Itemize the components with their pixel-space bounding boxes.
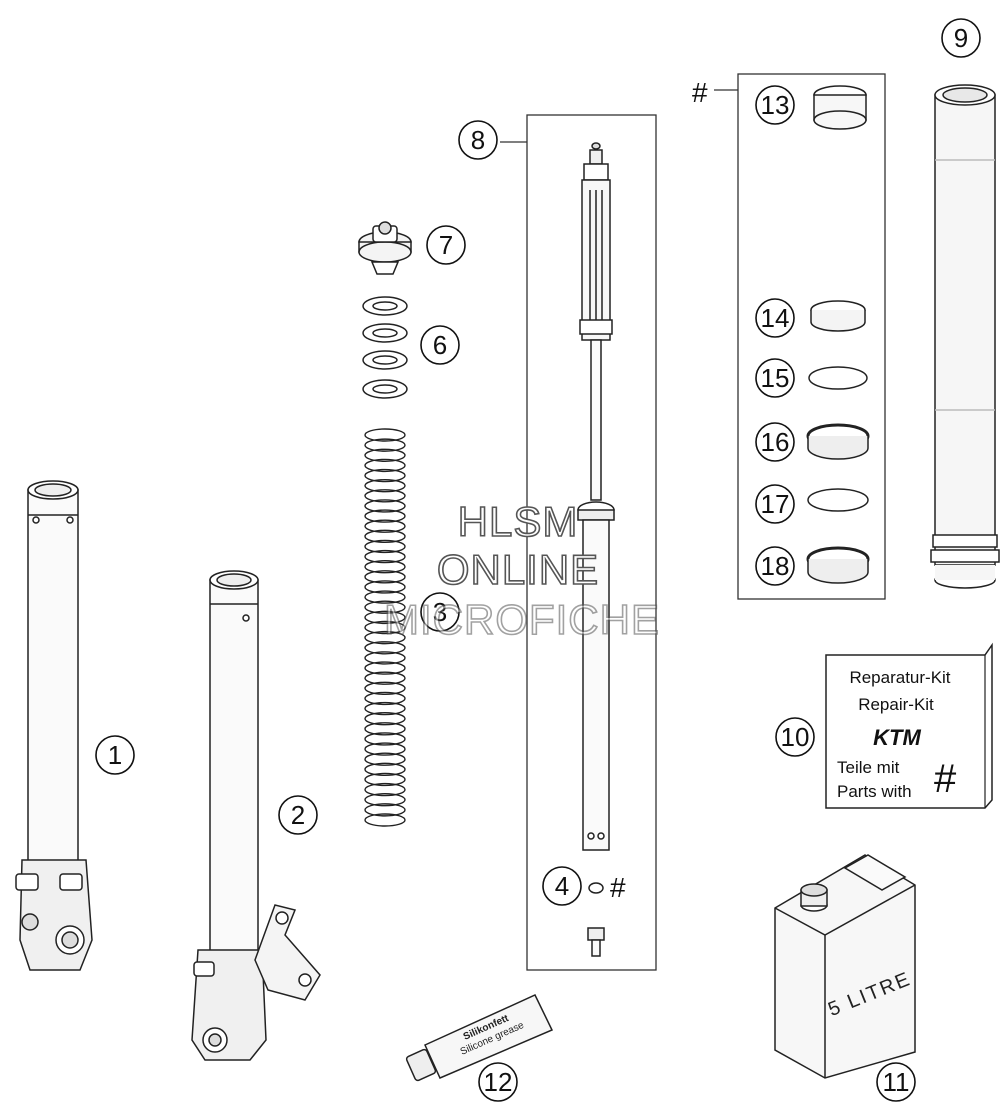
callout-number: 17 xyxy=(761,489,790,519)
callout-number: 12 xyxy=(484,1067,513,1097)
part-repair-kit-card: Reparatur-Kit Repair-Kit KTM Teile mit P… xyxy=(825,642,993,809)
callout-11: 11 xyxy=(876,1062,916,1102)
part-shims xyxy=(362,296,408,399)
callout-circle xyxy=(95,735,135,775)
callout-number: 10 xyxy=(781,722,810,752)
callout-circle xyxy=(542,866,582,906)
callout-number: 18 xyxy=(761,551,790,581)
callout-1: 1 xyxy=(95,735,135,775)
callout-17: 17 xyxy=(755,484,795,524)
callout-circle xyxy=(458,120,498,160)
callout-circle xyxy=(755,546,795,586)
watermark: HLSM ONLINE MICROFICHE xyxy=(383,497,660,644)
kit-line1: Reparatur-Kit xyxy=(849,668,950,687)
part-repair-kit-group xyxy=(714,73,886,600)
callout-number: 14 xyxy=(761,303,790,333)
part-screw-cap xyxy=(358,221,412,275)
callout-circle xyxy=(278,795,318,835)
callout-16: 16 xyxy=(755,422,795,462)
part-inner-tube xyxy=(930,84,1000,589)
callout-12: 12 xyxy=(478,1062,518,1102)
callout-circle xyxy=(420,325,460,365)
callout-number: 11 xyxy=(883,1067,910,1097)
callout-circle xyxy=(426,225,466,265)
part-oil-can: 5 LITRE xyxy=(774,854,916,1079)
kit-line4: Parts with xyxy=(837,782,912,801)
callout-number: 13 xyxy=(761,90,790,120)
callout-15: 15 xyxy=(755,358,795,398)
callout-number: 9 xyxy=(954,23,968,53)
callout-10: 10 xyxy=(775,717,815,757)
part-outer-tube-left xyxy=(15,480,93,971)
watermark-line3: MICROFICHE xyxy=(384,596,660,643)
callout-4: 4 xyxy=(542,866,582,906)
hash-marker-repair-kit: # xyxy=(692,77,708,108)
kit-line2: Repair-Kit xyxy=(858,695,934,714)
callout-circle xyxy=(755,484,795,524)
callout-number: 2 xyxy=(291,800,305,830)
callout-2: 2 xyxy=(278,795,318,835)
callout-circle xyxy=(755,298,795,338)
callout-circle xyxy=(876,1062,916,1102)
callout-number: 16 xyxy=(761,427,790,457)
callout-circle xyxy=(755,358,795,398)
watermark-line1: HLSM xyxy=(458,498,579,545)
callout-18: 18 xyxy=(755,546,795,586)
callout-number: 4 xyxy=(555,871,569,901)
watermark-line2: ONLINE xyxy=(437,546,599,593)
callout-circle xyxy=(420,592,460,632)
callout-9: 9 xyxy=(941,18,981,58)
kit-hash: # xyxy=(934,757,957,801)
callout-3: 3 xyxy=(420,592,460,632)
callout-14: 14 xyxy=(755,298,795,338)
callout-circle xyxy=(941,18,981,58)
callout-circle xyxy=(755,85,795,125)
callout-number: 3 xyxy=(433,597,447,627)
callout-number: 7 xyxy=(439,230,453,260)
callout-8: 8 xyxy=(458,120,498,160)
part-cartridge-group xyxy=(500,114,657,971)
callout-6: 6 xyxy=(420,325,460,365)
callout-number: 15 xyxy=(761,363,790,393)
callout-circle xyxy=(478,1062,518,1102)
part-outer-tube-right xyxy=(191,570,321,1061)
kit-line3: Teile mit xyxy=(837,758,900,777)
callout-circle xyxy=(775,717,815,757)
callout-7: 7 xyxy=(426,225,466,265)
callout-number: 1 xyxy=(108,740,122,770)
callout-number: 8 xyxy=(471,125,485,155)
callout-13: 13 xyxy=(755,85,795,125)
hash-marker-part-4: # xyxy=(610,872,626,903)
part-grease-tube: Silikonfett Silicone grease xyxy=(405,994,554,1082)
ktm-logo: KTM xyxy=(873,725,921,750)
callout-number: 6 xyxy=(433,330,447,360)
callout-circle xyxy=(755,422,795,462)
part-spring xyxy=(364,428,406,827)
